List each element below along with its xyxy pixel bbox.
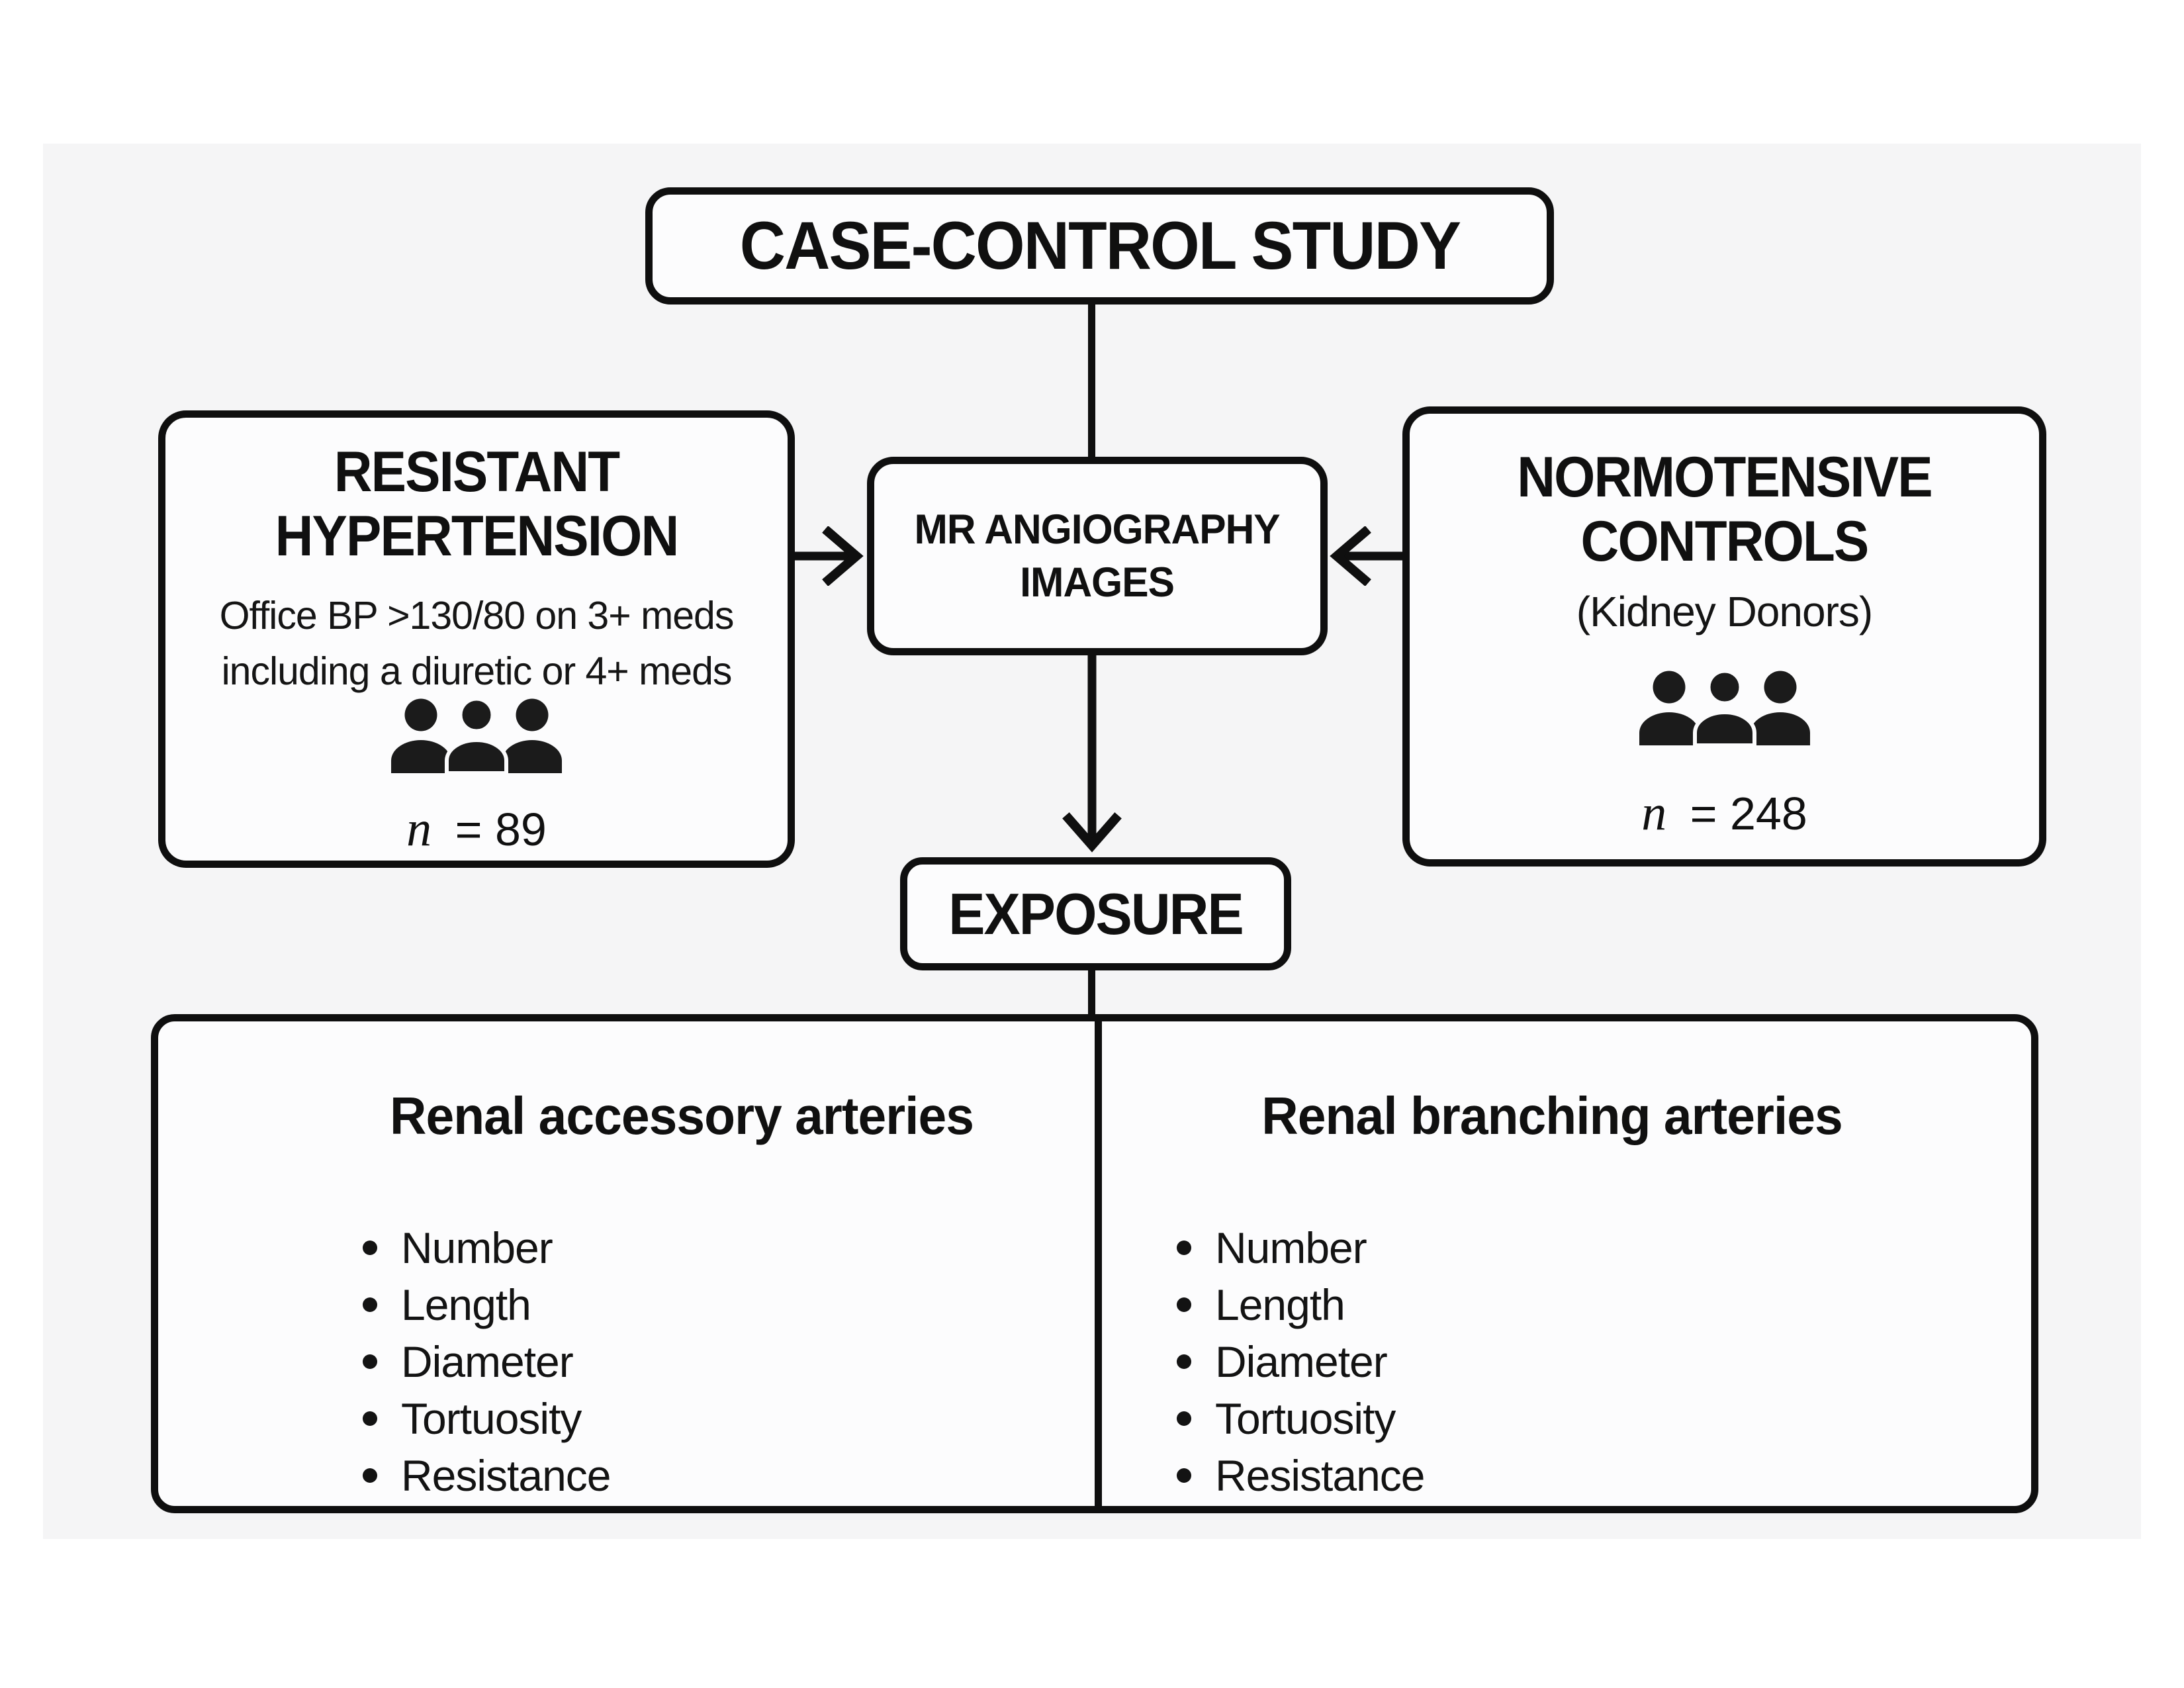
mr-angiography-box: MR ANGIOGRAPHY IMAGES	[867, 457, 1328, 655]
sample-size-right: n = 248	[1410, 784, 2039, 842]
title-line-2: CONTROLS	[1580, 510, 1870, 574]
sample-size-left: n = 89	[165, 800, 788, 858]
n-number: = 248	[1690, 788, 1807, 839]
title-line-1: RESISTANT	[334, 440, 620, 504]
list-item: Diameter	[1177, 1333, 1425, 1390]
list-item: Tortuosity	[1177, 1390, 1425, 1447]
arrow-down-icon	[1062, 654, 1122, 853]
mr-line-2: IMAGES	[1020, 559, 1175, 606]
arrow-right-icon	[790, 526, 864, 586]
title-line-2: HYPERTENSION	[275, 504, 680, 569]
n-symbol: n	[1641, 785, 1667, 841]
list-item: Length	[1177, 1276, 1425, 1333]
resistant-hypertension-criteria: Office BP >130/80 on 3+ meds including a…	[165, 588, 788, 700]
list-item: Length	[363, 1276, 611, 1333]
mr-angiography-title: MR ANGIOGRAPHY IMAGES	[914, 503, 1281, 609]
exposure-box: EXPOSURE	[900, 857, 1291, 970]
list-item: Resistance	[1177, 1447, 1425, 1504]
n-symbol: n	[406, 801, 432, 857]
mr-line-1: MR ANGIOGRAPHY	[914, 506, 1281, 553]
renal-accessory-arteries-list: Number Length Diameter Tortuosity Resist…	[363, 1219, 611, 1504]
case-control-study-box: CASE-CONTROL STUDY	[645, 187, 1554, 305]
connector-top-to-mr	[1088, 301, 1095, 460]
criteria-line-2: including a diuretic or 4+ meds	[221, 649, 733, 693]
resistant-hypertension-box: RESISTANT HYPERTENSION Office BP >130/80…	[158, 410, 795, 868]
normotensive-controls-title: NORMOTENSIVE CONTROLS	[1432, 445, 2017, 574]
renal-branching-arteries-list: Number Length Diameter Tortuosity Resist…	[1177, 1219, 1425, 1504]
normotensive-controls-box: NORMOTENSIVE CONTROLS (Kidney Donors) n …	[1402, 406, 2046, 867]
title-line-1: NORMOTENSIVE	[1517, 445, 1933, 509]
connector-exposure-to-bottom	[1088, 965, 1095, 1018]
people-group-icon	[1628, 669, 1821, 749]
case-control-study-title: CASE-CONTROL STUDY	[739, 208, 1461, 283]
resistant-hypertension-title: RESISTANT HYPERTENSION	[187, 440, 766, 569]
list-item: Tortuosity	[363, 1390, 611, 1447]
n-number: = 89	[455, 804, 547, 855]
criteria-line-1: Office BP >130/80 on 3+ meds	[219, 594, 735, 637]
list-item: Number	[1177, 1219, 1425, 1276]
renal-accessory-arteries-title: Renal accessory arteries	[389, 1086, 974, 1145]
kidney-donors-subtitle: (Kidney Donors)	[1576, 588, 1873, 635]
renal-branching-arteries-title: Renal branching arteries	[1261, 1086, 1843, 1145]
people-group-icon	[380, 696, 573, 776]
column-divider	[1095, 1020, 1102, 1507]
arrow-left-icon	[1329, 526, 1403, 586]
list-item: Resistance	[363, 1447, 611, 1504]
list-item: Diameter	[363, 1333, 611, 1390]
exposure-title: EXPOSURE	[948, 880, 1244, 947]
list-item: Number	[363, 1219, 611, 1276]
